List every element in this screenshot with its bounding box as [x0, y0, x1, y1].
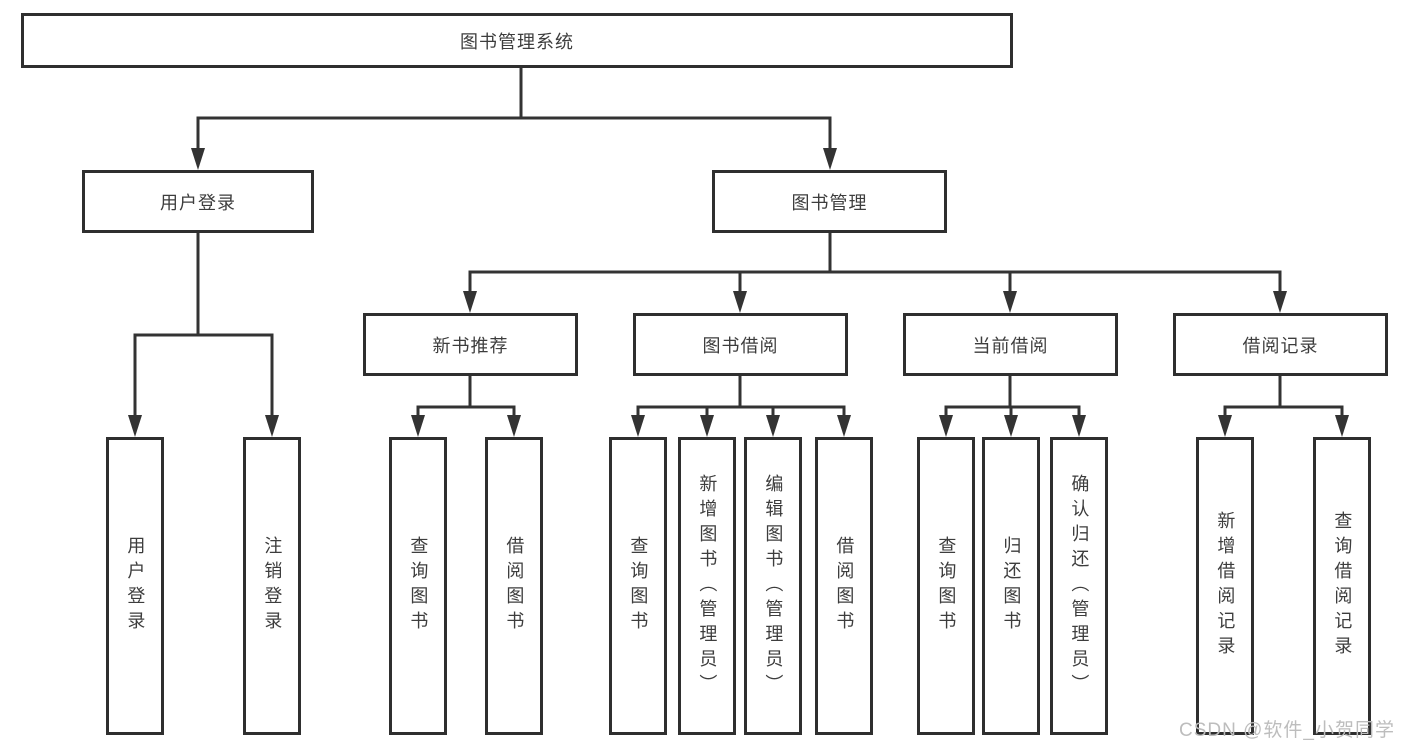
leaf-add-book-admin: 新增图书（管理员）: [678, 437, 736, 735]
leaf-user-login-label: 用户登录: [125, 536, 146, 636]
leaf-query-books-current: 查询图书: [917, 437, 975, 735]
leaf-query-borrow-record: 查询借阅记录: [1313, 437, 1371, 735]
node-current-borrow-label: 当前借阅: [972, 335, 1049, 356]
leaf-confirm-return-admin: 确认归还（管理员）: [1050, 437, 1108, 735]
leaf-logout: 注销登录: [243, 437, 301, 735]
leaf-return-book: 归还图书: [982, 437, 1040, 735]
leaf-user-login: 用户登录: [106, 437, 164, 735]
leaf-borrow-books-recommend: 借阅图书: [485, 437, 543, 735]
leaf-borrow-books-recommend-label: 借阅图书: [504, 536, 525, 636]
leaf-add-borrow-record: 新增借阅记录: [1196, 437, 1254, 735]
node-book-management: 图书管理: [712, 170, 947, 233]
leaf-query-books-borrow-label: 查询图书: [628, 536, 649, 636]
node-user-login: 用户登录: [82, 170, 314, 233]
node-book-borrow-label: 图书借阅: [702, 335, 779, 356]
node-book-management-label: 图书管理: [791, 192, 868, 213]
leaf-query-borrow-record-label: 查询借阅记录: [1332, 511, 1353, 661]
leaf-borrow-books-label: 借阅图书: [834, 536, 855, 636]
csdn-watermark: CSDN @软件_小贺同学: [1179, 720, 1395, 741]
node-root: 图书管理系统: [21, 13, 1013, 68]
leaf-borrow-books: 借阅图书: [815, 437, 873, 735]
node-user-login-label: 用户登录: [160, 192, 236, 213]
node-new-book-recommend-label: 新书推荐: [432, 335, 509, 356]
node-borrow-records-label: 借阅记录: [1242, 335, 1319, 356]
node-current-borrow: 当前借阅: [903, 313, 1118, 376]
leaf-confirm-return-admin-label: 确认归还（管理员）: [1069, 473, 1090, 699]
leaf-edit-book-admin-label: 编辑图书（管理员）: [763, 473, 784, 699]
node-new-book-recommend: 新书推荐: [363, 313, 578, 376]
leaf-edit-book-admin: 编辑图书（管理员）: [744, 437, 802, 735]
node-borrow-records: 借阅记录: [1173, 313, 1388, 376]
leaf-logout-label: 注销登录: [262, 536, 283, 636]
leaf-query-books-current-label: 查询图书: [936, 536, 957, 636]
leaf-query-books-recommend: 查询图书: [389, 437, 447, 735]
node-book-borrow: 图书借阅: [633, 313, 848, 376]
leaf-add-book-admin-label: 新增图书（管理员）: [697, 473, 718, 699]
leaf-query-books-borrow: 查询图书: [609, 437, 667, 735]
leaf-query-books-recommend-label: 查询图书: [408, 536, 429, 636]
leaf-return-book-label: 归还图书: [1001, 536, 1022, 636]
leaf-add-borrow-record-label: 新增借阅记录: [1215, 511, 1236, 661]
node-root-label: 图书管理系统: [460, 31, 574, 52]
